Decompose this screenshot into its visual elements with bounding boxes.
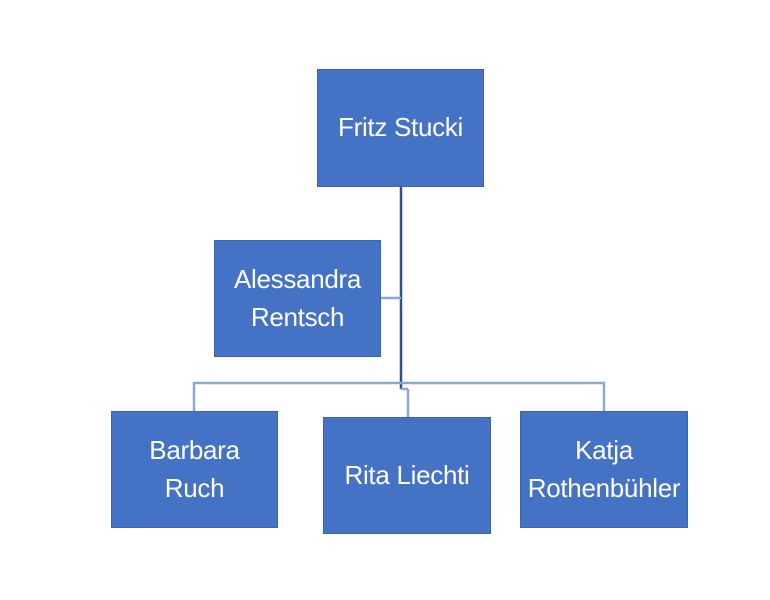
org-node-report-1[interactable]: Barbara Ruch [111,411,278,528]
org-node-assistant[interactable]: Alessandra Rentsch [214,240,381,357]
org-node-report-3-label-line1: Katja [575,434,633,465]
org-node-top[interactable]: Fritz Stucki [317,69,484,187]
org-node-report-3-label-line2: Rothenbühler [527,472,681,503]
org-node-report-1-label: Barbara Ruch [149,434,240,503]
org-node-report-2-label: Rita Liechti [344,459,470,490]
org-node-assistant-label-line1: Alessandra [233,263,362,294]
org-node-assistant-label-line2: Rentsch [250,301,345,332]
org-node-report-3[interactable]: Katja Rothenbühler [520,411,688,528]
org-node-report-2[interactable]: Rita Liechti [323,417,491,534]
org-node-top-label: Fritz Stucki [338,112,463,143]
